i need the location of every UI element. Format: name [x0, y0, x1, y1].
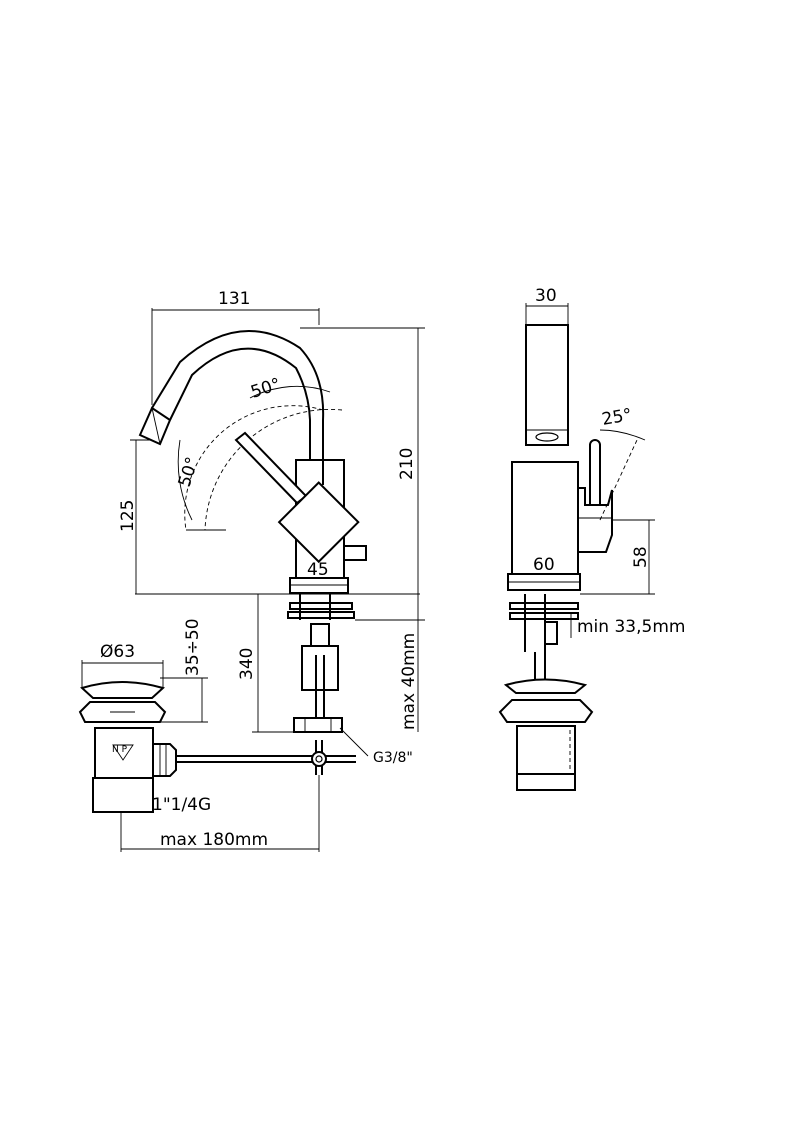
- under-deck-assembly: [287, 594, 355, 733]
- dim-height-label: 210: [397, 448, 417, 480]
- waste-drain: N P: [78, 681, 177, 813]
- front-lever-height-label: 58: [631, 546, 651, 568]
- front-under-deck: [509, 594, 579, 690]
- front-waste: [498, 678, 594, 791]
- spout: [138, 329, 325, 460]
- dim-max-180: max 180mm: [120, 775, 320, 852]
- front-spout-width-label: 30: [535, 286, 557, 306]
- dim-front-hole: min 33,5mm: [570, 612, 685, 638]
- angle-lever-label: 50°: [248, 374, 283, 402]
- dim-width-label: 131: [218, 289, 250, 309]
- body-knob: [343, 545, 367, 561]
- dim-inlet: G3/8": [339, 727, 413, 766]
- front-lever-angle-label: 25°: [600, 405, 633, 430]
- dim-body-width-label: 45: [307, 560, 329, 580]
- dim-125: 125: [118, 439, 152, 594]
- waste-logo: N P: [112, 745, 128, 755]
- inlet-label: G3/8": [373, 750, 413, 766]
- pop-up-rod: [176, 740, 356, 775]
- dim-front-30: 30: [525, 286, 569, 325]
- lever: [234, 385, 360, 564]
- side-view: N P 131 210 125 50° 50° 45: [78, 289, 425, 852]
- rod-length-label: max 180mm: [160, 830, 268, 850]
- front-spout: [525, 324, 569, 446]
- dim-spout-height-label: 125: [118, 500, 138, 532]
- dim-front-58: 58: [580, 519, 655, 595]
- dim-deck-label: max 40mm: [399, 633, 419, 730]
- dim-drain-height-label: 340: [237, 648, 257, 680]
- front-lever: [577, 429, 646, 553]
- front-view: 30 25° 60 58 min 33,5mm: [498, 286, 685, 791]
- dim-131: 131: [151, 289, 320, 405]
- dim-63: Ø63: [81, 642, 164, 688]
- dim-max-40: max 40mm: [355, 594, 425, 732]
- waste-adjust-label: 35÷50: [183, 618, 203, 676]
- front-hole-label: min 33,5mm: [577, 617, 685, 637]
- dim-340: 340: [237, 594, 294, 733]
- aerator-icon: [535, 432, 559, 442]
- dim-35-50: 35÷50: [160, 618, 208, 723]
- base-plate: [289, 577, 349, 594]
- waste-diameter-label: Ø63: [100, 642, 135, 662]
- waste-thread-label: 1"1/4G: [152, 795, 211, 815]
- front-body-width-label: 60: [533, 555, 555, 575]
- angle-swivel-label: 50°: [175, 455, 203, 490]
- dim-210: 210: [300, 327, 425, 594]
